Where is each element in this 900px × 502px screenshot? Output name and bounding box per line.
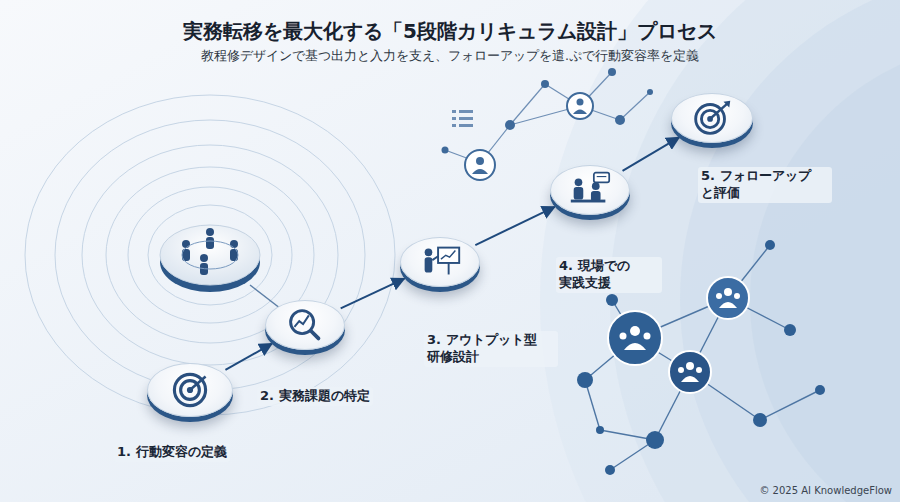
process-disc: 5. フォローアップ と評価 [671,93,753,143]
step-icon [148,364,232,416]
step-icon [672,94,752,142]
subtitle-text: 教程修デザインで基つ出力と入力を支え、フォローアップを遣.ぷで行動変容率を定義 [0,48,900,65]
process-disc: 2. 実務課題の特定 [265,300,345,350]
copyright-note: © 2025 AI KnowledgeFlow [759,485,892,496]
step-icon [401,238,479,286]
step-label: 1. 行動変容の定義 [114,443,230,462]
step-label: 4. 現場での 実践支援 [556,257,662,293]
process-disc: 4. 現場での 実践支援 [550,165,630,215]
flow-arrow [225,344,271,370]
diagram-title: 実務転移を最大化する「5段階カリキュラム設計」プロセス [0,18,900,45]
flow-arrow [341,279,405,309]
flow-arrow [623,137,680,170]
step-icon [551,166,629,214]
flow-arrow [475,207,554,245]
step-label: 5. フォローアップ と評価 [698,167,832,203]
process-disc: 1. 行動変容の定義 [147,363,233,417]
process-disc: 3. アウトプット型 研修設計 [400,237,480,287]
step-icon [266,301,344,349]
step-label: 2. 実務課題の特定 [257,387,373,406]
step-label: 3. アウトプット型 研修設計 [424,331,558,367]
